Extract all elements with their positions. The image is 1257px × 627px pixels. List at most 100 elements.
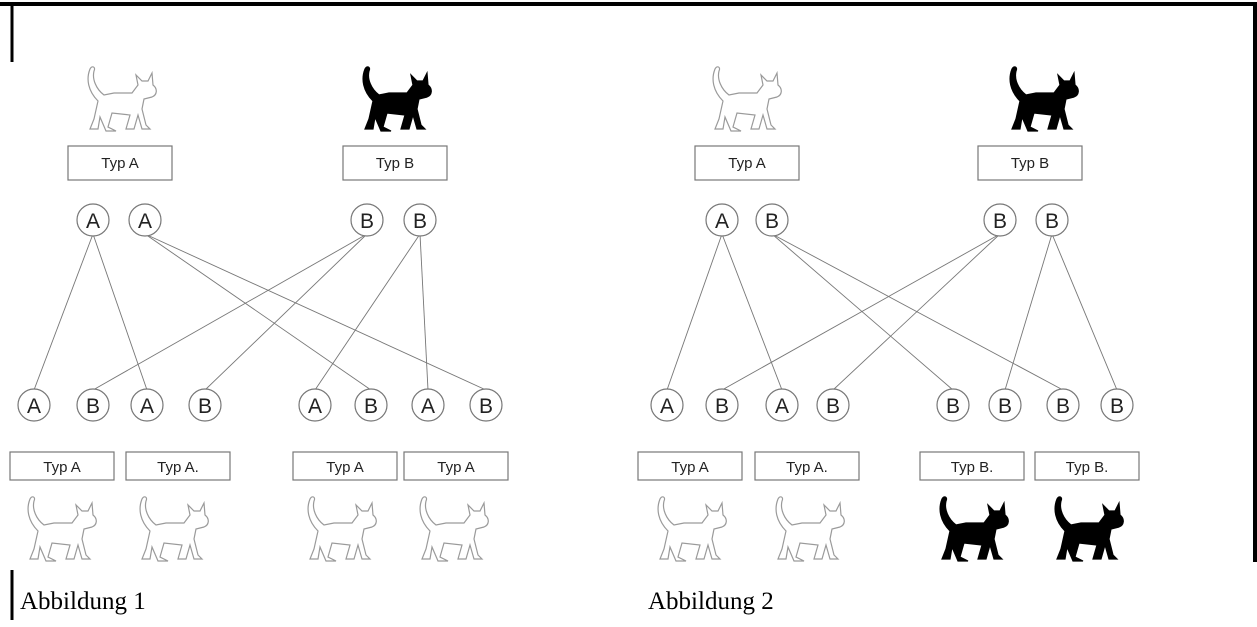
offspring-allele-label: B <box>715 395 729 418</box>
inheritance-line <box>771 233 954 391</box>
parent-allele-circle <box>755 203 789 237</box>
inheritance-line <box>666 233 723 391</box>
parent-cat-black-icon <box>362 66 432 132</box>
parent-type-label: Typ B <box>1011 155 1049 172</box>
offspring-allele-label: A <box>308 395 322 418</box>
parent-type-label: Typ A <box>728 155 766 172</box>
parent-cat-white-icon <box>87 66 157 132</box>
inheritance-line <box>204 233 368 391</box>
offspring-cat-black-icon <box>939 496 1009 562</box>
offspring-allele-circle <box>816 388 850 422</box>
offspring-type-box <box>292 451 398 481</box>
offspring-type-label: Typ A <box>43 459 81 476</box>
parent-type-box <box>977 145 1083 181</box>
offspring-allele-label: B <box>998 395 1012 418</box>
offspring-allele-circle <box>469 388 503 422</box>
offspring-allele-label: A <box>421 395 435 418</box>
offspring-type-box <box>403 451 509 481</box>
inheritance-line <box>1051 233 1118 391</box>
offspring-type-label: Typ A. <box>157 459 199 476</box>
inheritance-line <box>144 233 487 391</box>
inheritance-line <box>33 233 94 391</box>
offspring-type-box <box>637 451 743 481</box>
offspring-type-box <box>919 451 1025 481</box>
offspring-type-box <box>9 451 115 481</box>
parent-allele-label: A <box>86 210 100 233</box>
offspring-allele-label: B <box>86 395 100 418</box>
offspring-allele-label: B <box>946 395 960 418</box>
offspring-type-box <box>1034 451 1140 481</box>
parent-type-box <box>67 145 173 181</box>
parent-type-box <box>694 145 800 181</box>
offspring-type-box <box>125 451 231 481</box>
offspring-type-label: Typ A. <box>786 459 828 476</box>
parent-allele-circle <box>76 203 110 237</box>
parent-type-box <box>342 145 448 181</box>
parent-allele-circle <box>983 203 1017 237</box>
parent-allele-circle <box>128 203 162 237</box>
offspring-allele-circle <box>130 388 164 422</box>
offspring-allele-circle <box>1100 388 1134 422</box>
inheritance-line <box>92 233 148 391</box>
offspring-allele-label: A <box>660 395 674 418</box>
offspring-allele-circle <box>298 388 332 422</box>
offspring-allele-circle <box>411 388 445 422</box>
offspring-type-label: Typ A <box>671 459 709 476</box>
parent-allele-label: B <box>1045 210 1059 233</box>
offspring-allele-circle <box>17 388 51 422</box>
offspring-cat-white-icon <box>775 496 845 562</box>
offspring-type-box <box>754 451 860 481</box>
inheritance-line <box>419 233 429 391</box>
caption-abbildung-1: Abbildung 1 <box>20 588 146 615</box>
offspring-allele-circle <box>705 388 739 422</box>
parent-cat-black-icon <box>1009 66 1079 132</box>
offspring-type-label: Typ B. <box>1066 459 1109 476</box>
parent-allele-label: B <box>360 210 374 233</box>
offspring-allele-label: B <box>198 395 212 418</box>
offspring-allele-circle <box>354 388 388 422</box>
offspring-allele-label: B <box>826 395 840 418</box>
offspring-cat-black-icon <box>1054 496 1124 562</box>
offspring-type-label: Typ A <box>437 459 475 476</box>
offspring-allele-label: A <box>27 395 41 418</box>
inheritance-line <box>771 233 1064 391</box>
offspring-cat-white-icon <box>27 496 97 562</box>
figure-2: Typ A Typ B A B B B A B A B B B B B Typ A Typ A. Typ B. T… <box>637 66 1140 562</box>
parent-type-label: Typ A <box>101 155 139 172</box>
offspring-allele-circle <box>76 388 110 422</box>
offspring-allele-label: B <box>479 395 493 418</box>
parent-cat-white-icon <box>712 66 782 132</box>
inheritance-line <box>92 233 368 391</box>
inheritance-line <box>144 233 372 391</box>
inheritance-line <box>832 233 1001 391</box>
offspring-allele-label: B <box>1056 395 1070 418</box>
parent-allele-circle <box>350 203 384 237</box>
offspring-type-label: Typ B. <box>951 459 994 476</box>
offspring-allele-label: A <box>775 395 789 418</box>
parent-type-label: Typ B <box>376 155 414 172</box>
offspring-cat-white-icon <box>657 496 727 562</box>
parent-allele-label: B <box>765 210 779 233</box>
parent-allele-circle <box>1035 203 1069 237</box>
parent-allele-label: B <box>993 210 1007 233</box>
offspring-allele-circle <box>936 388 970 422</box>
inheritance-line <box>721 233 1001 391</box>
offspring-allele-circle <box>188 388 222 422</box>
offspring-cat-white-icon <box>419 496 489 562</box>
offspring-allele-label: B <box>364 395 378 418</box>
parent-allele-label: B <box>413 210 427 233</box>
offspring-allele-circle <box>650 388 684 422</box>
inheritance-line <box>314 233 421 391</box>
offspring-allele-circle <box>988 388 1022 422</box>
parent-allele-circle <box>705 203 739 237</box>
parent-allele-circle <box>403 203 437 237</box>
inheritance-line <box>721 233 783 391</box>
parent-allele-label: A <box>138 210 152 233</box>
parent-allele-label: A <box>715 210 729 233</box>
caption-abbildung-2: Abbildung 2 <box>648 588 774 615</box>
offspring-allele-circle <box>1046 388 1080 422</box>
offspring-allele-label: B <box>1110 395 1124 418</box>
offspring-cat-white-icon <box>139 496 209 562</box>
